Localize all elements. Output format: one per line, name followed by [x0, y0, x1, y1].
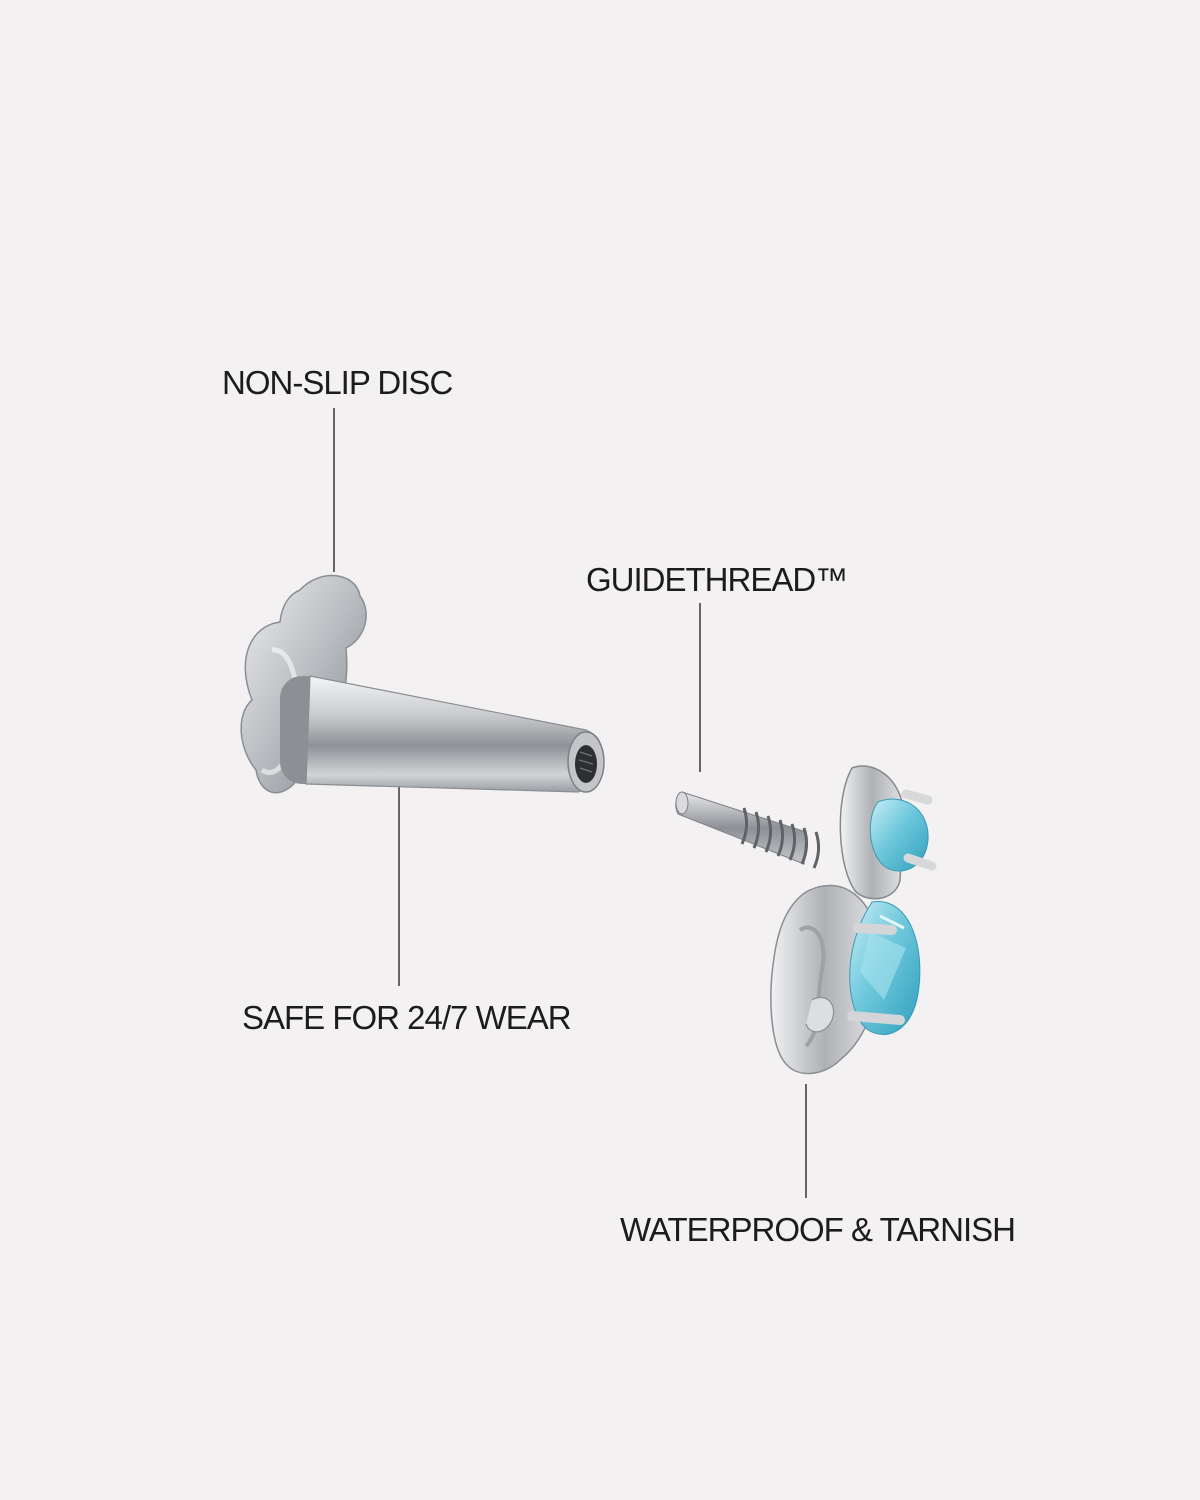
- labret-post-icon: [240, 574, 605, 794]
- callout-guidethread: GUIDETHREAD™: [586, 561, 848, 598]
- gem-top-icon: [675, 765, 937, 1075]
- callout-non-slip-disc: NON-SLIP DISC: [222, 364, 453, 401]
- leader-lines: [333, 408, 807, 1198]
- callout-waterproof: WATERPROOF & TARNISH: [620, 1211, 1016, 1248]
- callout-safe-wear: SAFE FOR 24/7 WEAR: [242, 999, 572, 1036]
